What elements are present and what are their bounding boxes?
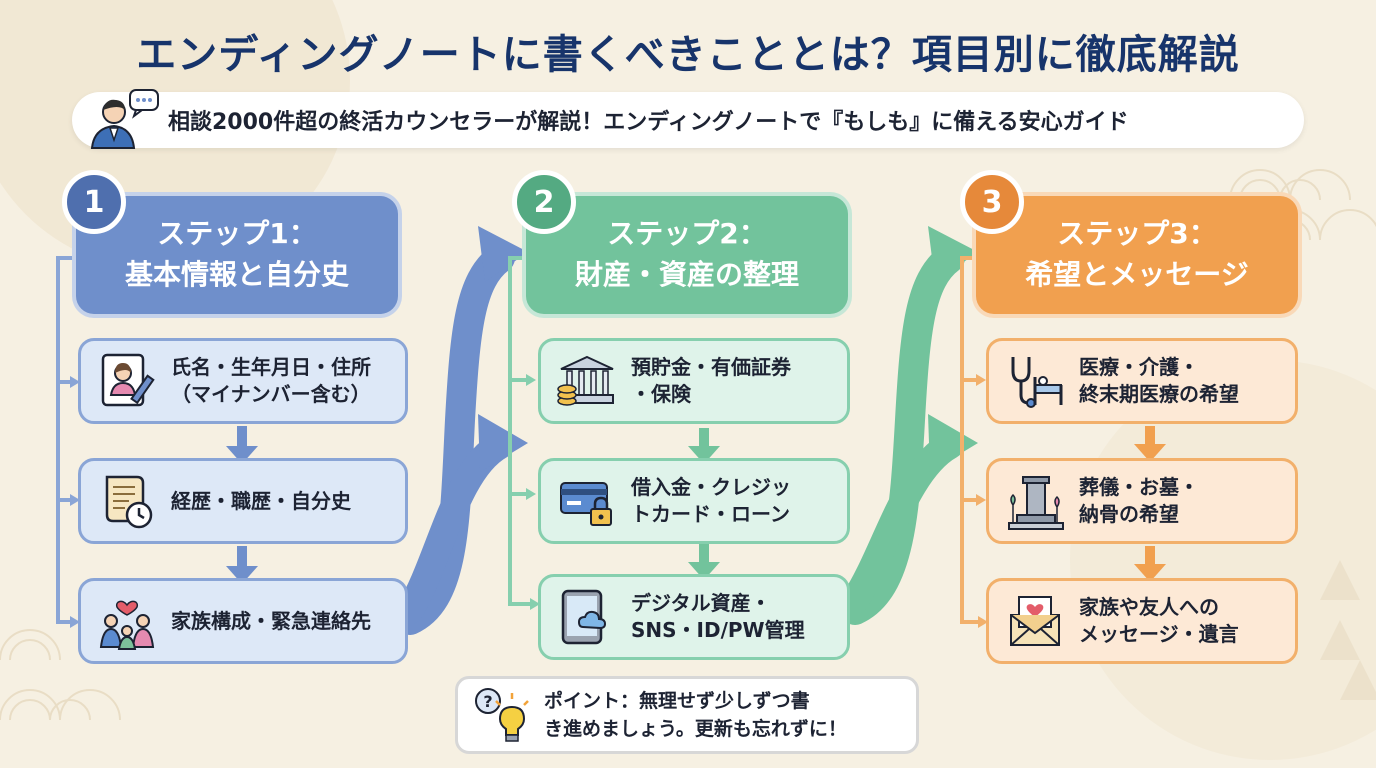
step-3-header: ステップ3： 希望とメッセージ [972,192,1302,318]
step-1-header: ステップ1： 基本情報と自分史 [72,192,402,318]
profile-card-icon [101,353,155,407]
step-2-number-badge: 2 [512,170,576,234]
step-1-item-2: 経歴・職歴・自分史 [78,458,408,544]
step-2-header: ステップ2： 財産・資産の整理 [522,192,852,318]
step-1-item-2-label: 経歴・職歴・自分史 [171,488,351,513]
stethoscope-bed-icon [1011,357,1063,408]
step-3-item-1: 医療・介護・ 終末期医療の希望 [986,338,1298,424]
step-3-item-3: 家族や友人への メッセージ・遺言 [986,578,1298,664]
credit-card-lock-icon [560,482,612,526]
page-title: エンディングノートに書くべきこととは？項目別に徹底解説 [136,32,1240,78]
step-1-number-badge: 1 [62,170,126,234]
step-2-item-2-label: 借入金・クレジッ トカード・ローン [631,475,791,526]
step-1-item-1: 氏名・生年月日・住所 （マイナンバー含む） [78,338,408,424]
scroll-clock-icon [105,475,153,529]
step-3-item-3-label: 家族や友人への メッセージ・遺言 [1079,595,1239,646]
step-2-title-line2: 財産・資産の整理 [574,258,799,291]
step-2-item-3: デジタル資産・ SNS・ID/PW管理 [538,574,850,660]
step-2-item-1-label: 預貯金・有価証券 ・保険 [631,355,791,406]
step-1-item-1-label: 氏名・生年月日・住所 （マイナンバー含む） [171,355,371,406]
step-1-title-line2: 基本情報と自分史 [124,258,349,291]
step-3-item-2: 葬儀・お墓・ 納骨の希望 [986,458,1298,544]
counselor-avatar-icon [90,89,159,149]
question-bulb-icon: ? [475,688,529,742]
point-box: ? ポイント：無理せず少しずつ書 き進めましょう。更新も忘れずに！ [455,676,919,754]
step-1-item-3-label: 家族構成・緊急連絡先 [171,608,371,633]
step-2-item-2: 借入金・クレジッ トカード・ローン [538,458,850,544]
step-3-title-line1: ステップ3： [1057,217,1217,251]
grave-icon [1008,476,1064,530]
subtitle-banner [72,92,1304,148]
step-1-title-line1: ステップ1： [157,217,317,251]
subtitle-text: 相談2000件超の終活カウンセラーが解説！エンディングノートで『もしも』に備える… [168,110,1129,135]
step-3-title-line2: 希望とメッセージ [1025,258,1249,291]
step-3-item-1-label: 医療・介護・ 終末期医療の希望 [1079,355,1239,406]
bank-coins-icon [557,355,614,406]
svg-text:?: ? [483,692,492,711]
step-2-item-3-label: デジタル資産・ SNS・ID/PW管理 [631,591,805,642]
point-text: ポイント：無理せず少しずつ書 き進めましょう。更新も忘れずに！ [544,689,847,741]
tablet-cloud-icon [561,589,607,645]
step-1-item-3: 家族構成・緊急連絡先 [78,578,408,664]
step-2-title-line1: ステップ2： [607,217,767,251]
step-2-item-1: 預貯金・有価証券 ・保険 [538,338,850,424]
family-icon [99,600,155,650]
heart-letter-icon [1010,596,1060,646]
step-3-number-badge: 3 [960,170,1024,234]
step-3-item-2-label: 葬儀・お墓・ 納骨の希望 [1079,475,1199,526]
